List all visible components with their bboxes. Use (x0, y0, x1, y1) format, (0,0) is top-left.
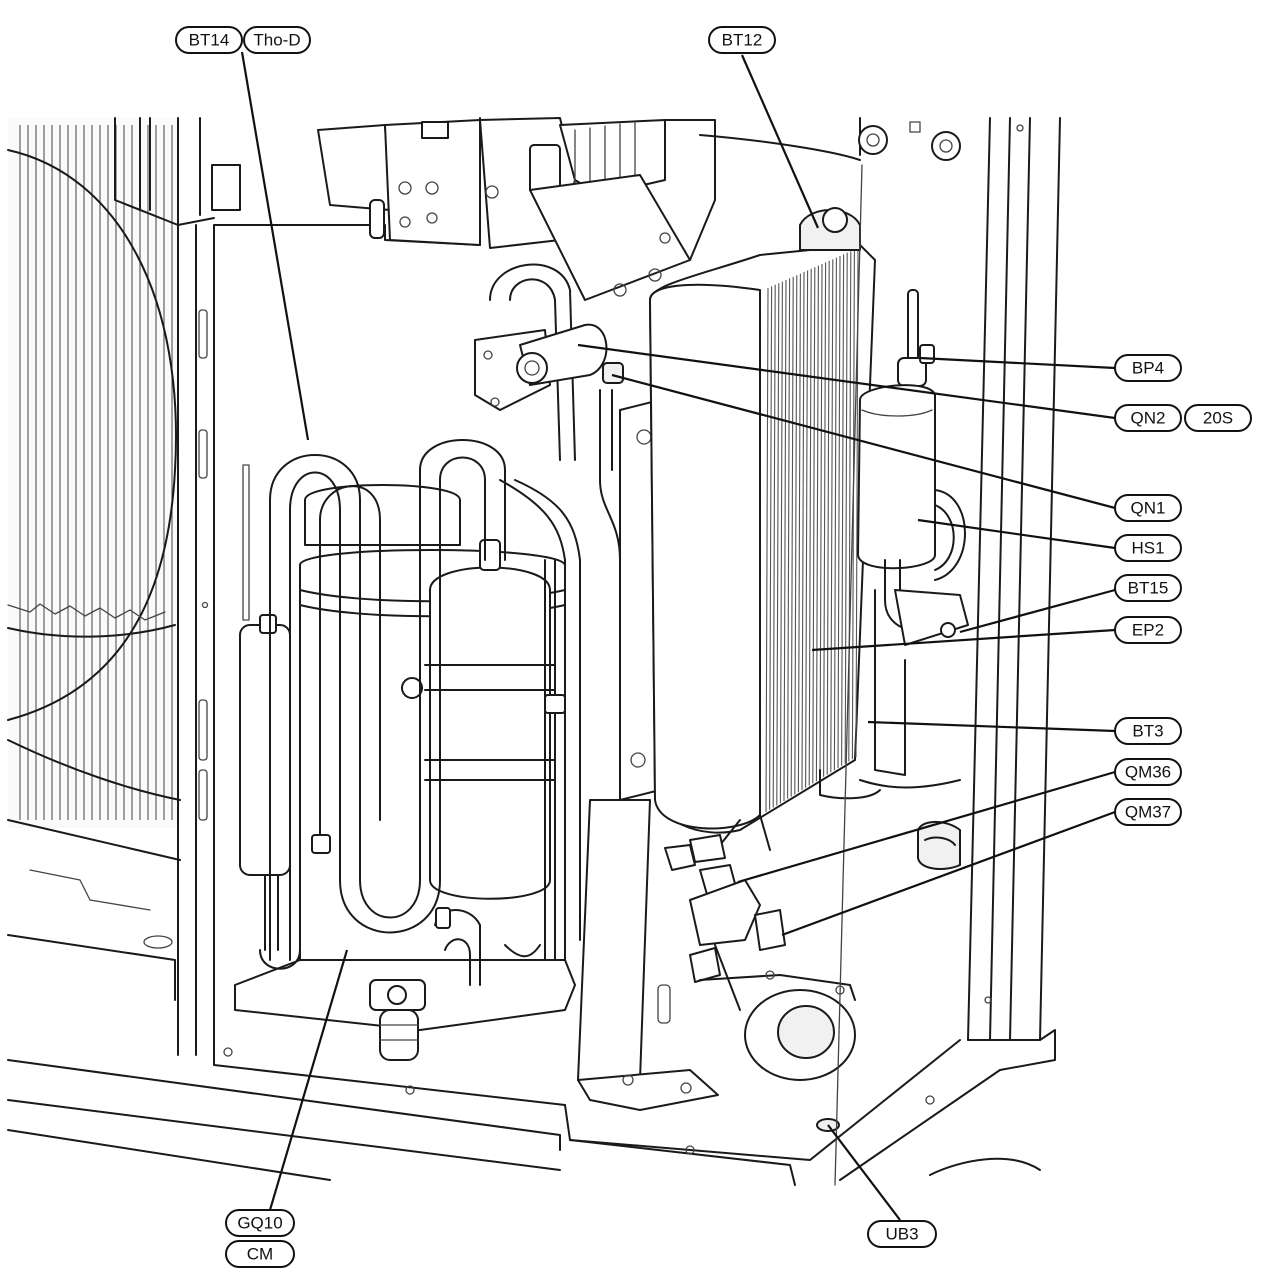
callout-hs1: HS1 (1114, 534, 1182, 562)
callout-qn2-label: QN2 (1131, 409, 1166, 428)
callout-ub3: UB3 (867, 1220, 937, 1248)
leader-bt14 (240, 51, 310, 441)
filter-drier (819, 289, 969, 800)
fan-grille (7, 118, 181, 1001)
callout-ep2-label: EP2 (1132, 621, 1164, 640)
callout-gq10: GQ10 (225, 1209, 295, 1237)
condensate-ring (699, 970, 856, 1081)
callout-qn2: QN2 (1114, 404, 1182, 432)
plate-heat-exchanger (649, 207, 876, 834)
four-way-valve (474, 323, 624, 411)
mounting-bracket (577, 399, 719, 1111)
leader-qm37 (781, 810, 1116, 937)
callout-bt12-label: BT12 (722, 31, 763, 50)
callout-bp4: BP4 (1114, 354, 1182, 382)
leader-bt3 (867, 720, 1116, 733)
callout-cm-label: CM (247, 1245, 273, 1264)
leader-lines (240, 51, 1116, 1221)
service-valves (664, 814, 786, 1011)
callout-bt14: BT14 (175, 26, 243, 54)
callout-bt14-label: BT14 (189, 31, 230, 50)
callout-qm37-label: QM37 (1125, 803, 1171, 822)
callout-ub3-label: UB3 (885, 1225, 918, 1244)
leader-qn2 (577, 343, 1116, 420)
callout-hs1-label: HS1 (1131, 539, 1164, 558)
leader-gq10 (268, 949, 349, 1211)
leader-bp4 (919, 356, 1116, 370)
leader-bt12 (740, 54, 820, 229)
callout-bt3: BT3 (1114, 717, 1182, 745)
accumulator (401, 539, 556, 900)
callout-bt3-label: BT3 (1132, 722, 1163, 741)
callout-qm36: QM36 (1114, 758, 1182, 786)
leader-qm36 (737, 770, 1116, 884)
callout-qm36-label: QM36 (1125, 763, 1171, 782)
callout-qn1-label: QN1 (1131, 499, 1166, 518)
callout-gq10-label: GQ10 (237, 1214, 282, 1233)
callout-bp4-label: BP4 (1132, 359, 1164, 378)
leader-bt15 (959, 588, 1116, 634)
leader-qn1 (611, 373, 1116, 510)
leader-hs1 (917, 518, 1116, 550)
callout-20s: 20S (1184, 404, 1252, 432)
divider-line (834, 164, 863, 1186)
top-electrical-box (114, 117, 961, 301)
callout-bt15-label: BT15 (1128, 579, 1169, 598)
leader-ub3 (827, 1124, 901, 1221)
right-side-panel (917, 117, 1061, 1071)
callout-qm37: QM37 (1114, 798, 1182, 826)
callout-cm: CM (225, 1240, 295, 1268)
callout-20s-label: 20S (1203, 409, 1233, 428)
liquid-receiver (239, 464, 291, 951)
left-frame (177, 117, 215, 1056)
callout-qn1: QN1 (1114, 494, 1182, 522)
callout-tho-d: Tho-D (243, 26, 311, 54)
callout-bt15: BT15 (1114, 574, 1182, 602)
base-tray (7, 1039, 1041, 1186)
callout-bt12: BT12 (708, 26, 776, 54)
leader-ep2 (811, 628, 1116, 652)
callout-tho-d-label: Tho-D (253, 31, 300, 50)
callout-ep2: EP2 (1114, 616, 1182, 644)
